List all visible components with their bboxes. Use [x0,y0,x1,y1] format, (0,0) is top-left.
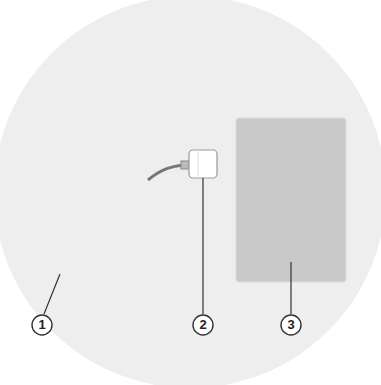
plug-neck [181,161,189,169]
adapter-seam [198,150,199,178]
cable [148,165,186,180]
callout-circle [281,315,301,335]
callout-number: 1 [32,315,52,335]
callout-number: 3 [281,315,301,335]
callout-circle [193,315,213,335]
callout-circle [32,315,52,335]
leader-line [202,178,203,314]
card [236,118,346,282]
callout-number: 2 [193,315,213,335]
leader-line [290,262,291,314]
leader-line [44,274,60,314]
charger-adapter [189,150,217,178]
